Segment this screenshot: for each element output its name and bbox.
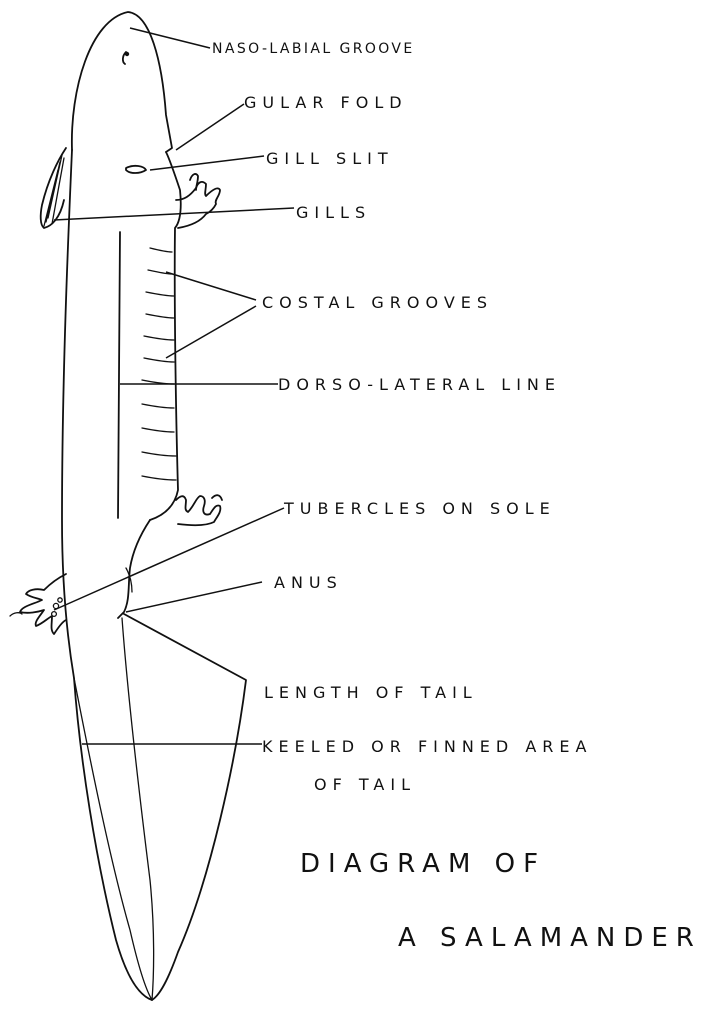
label-dorso-lateral-line: DORSO-LATERAL LINE	[278, 375, 561, 394]
label-tubercles-on-sole: TUBERCLES ON SOLE	[283, 499, 556, 518]
gills-tuft	[41, 148, 66, 228]
label-keeled-area-line2: OF TAIL	[314, 775, 416, 794]
gill-slit-mark	[126, 166, 146, 173]
label-keeled-area-line1: KEELED OR FINNED AREA	[262, 737, 592, 756]
label-gills: GILLS	[296, 203, 371, 222]
tubercle	[58, 598, 62, 602]
costal-grooves	[142, 248, 176, 480]
tail-keel-line-outer	[122, 618, 154, 1000]
label-gill-slit: GILL SLIT	[266, 149, 394, 168]
head-outline	[72, 12, 172, 152]
body-right-edge	[150, 152, 181, 520]
leader-gular-fold	[176, 104, 244, 150]
tubercle	[52, 612, 57, 617]
leader-gill-slit	[150, 156, 264, 170]
leader-gills	[54, 208, 294, 220]
leader-anus	[126, 582, 262, 612]
label-anus: ANUS	[274, 573, 343, 592]
title-line2: A SALAMANDER	[398, 923, 702, 953]
hind-leg-right	[176, 495, 222, 525]
labels: NASO-LABIAL GROOVE GULAR FOLD GILL SLIT …	[212, 41, 592, 794]
label-length-of-tail: LENGTH OF TAIL	[264, 683, 478, 702]
tail-keel-line-inner	[74, 678, 152, 1000]
body-left-edge	[62, 150, 152, 1000]
label-costal-grooves: COSTAL GROOVES	[262, 293, 493, 312]
title-line1: DIAGRAM OF	[300, 849, 546, 879]
hind-leg-left	[10, 574, 66, 634]
leader-costal-1	[166, 272, 256, 300]
leader-naso-labial	[130, 28, 210, 48]
leader-costal-2	[166, 306, 256, 358]
leader-lines	[54, 28, 294, 744]
nostril-dot	[125, 52, 129, 56]
label-gular-fold: GULAR FOLD	[244, 93, 408, 112]
leader-tubercles	[54, 508, 284, 610]
label-naso-labial-groove: NASO-LABIAL GROOVE	[212, 41, 415, 57]
tail-right-edge	[124, 614, 246, 1000]
dorso-lateral-line-mark	[118, 232, 120, 518]
front-leg	[176, 174, 220, 228]
diagram-title: DIAGRAM OF A SALAMANDER	[300, 849, 702, 953]
